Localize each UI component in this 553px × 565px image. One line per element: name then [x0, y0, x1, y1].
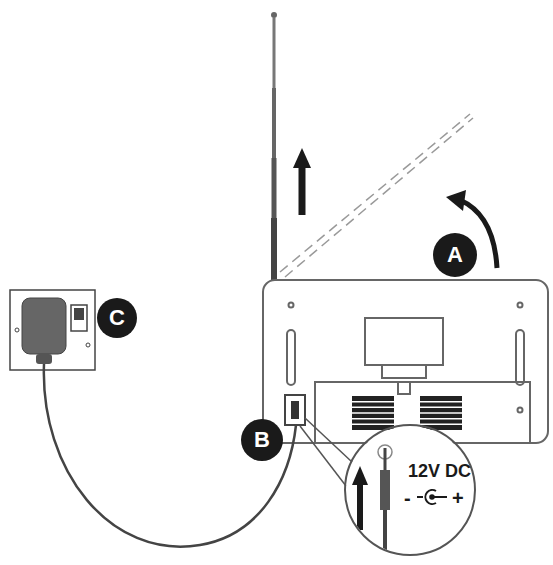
antenna: [271, 12, 277, 280]
plug-detail: [346, 426, 474, 560]
voltage-label: 12V DC: [408, 462, 471, 480]
power-cable: [44, 364, 296, 547]
zoom-leader: [305, 418, 352, 462]
polarity-sign: -: [404, 488, 411, 508]
callout-letter-text: B: [254, 429, 270, 451]
zoom-circle: 12V DC - +: [344, 424, 476, 556]
pull-arrowhead: [293, 148, 311, 168]
callout-letter: C: [97, 298, 137, 338]
pull-arrow: [299, 165, 306, 215]
callout-letter: A: [433, 233, 477, 277]
power-adapter: [22, 298, 66, 364]
rotate-arrowhead: [446, 190, 466, 211]
callout-letter: B: [241, 419, 283, 461]
polarity-symbol: [417, 490, 447, 504]
wall-socket: [10, 290, 95, 370]
zoom-leader: [300, 426, 346, 486]
callout-letter-text: C: [109, 307, 125, 329]
dc-jack: [285, 395, 305, 425]
polarity-sign: +: [452, 488, 464, 508]
callout-letter-text: A: [447, 244, 463, 266]
